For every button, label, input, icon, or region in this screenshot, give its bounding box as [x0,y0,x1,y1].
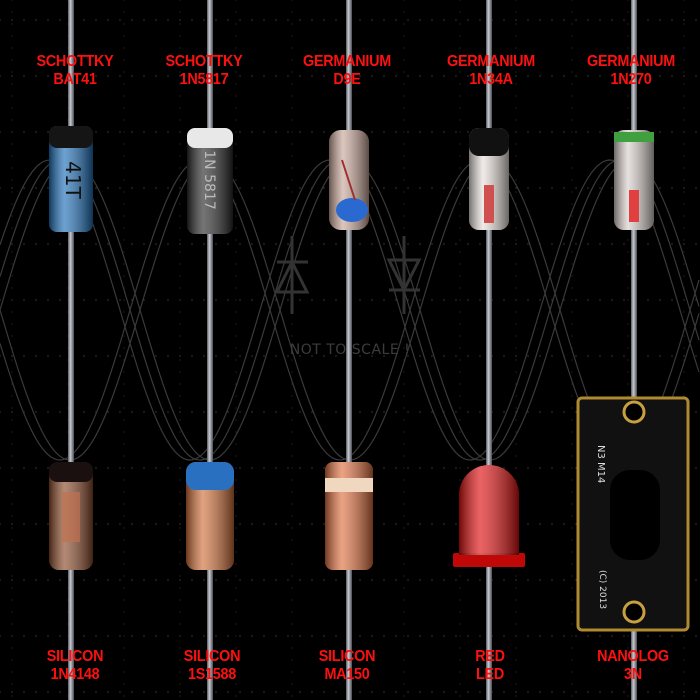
lead-wires [68,0,637,700]
diode-symbol-anode-up [274,236,310,314]
nanolog-3n-board: N3 M14 (C) 2013 [576,396,690,632]
lead-wire [631,0,637,700]
lead-wire [207,0,213,700]
diode-bodies: 41T 1N 5817 N3 M14 (C) 2013 [49,126,690,632]
diode-1s1588 [186,462,234,570]
diode-1n270 [614,130,654,230]
diode-symbols [274,236,422,314]
diode-bat41: 41T [49,126,93,232]
lead-wire [486,0,492,700]
diode-d9e [329,130,369,230]
svg-text:41T: 41T [61,161,85,199]
diode-ma150 [325,462,373,570]
svg-text:1N 5817: 1N 5817 [201,150,217,209]
svg-text:(C) 2013: (C) 2013 [597,570,607,609]
svg-text:N3 M14: N3 M14 [595,445,606,483]
lead-wire [68,0,74,700]
diode-1n4148 [49,462,93,570]
diode-1n5817: 1N 5817 [187,128,233,234]
not-to-scale-note: NOT TO SCALE ! [289,342,411,358]
lead-wire [346,0,352,700]
diode-symbol-cathode-down [386,236,422,314]
diode-1n34a [469,128,509,230]
red-led [453,465,525,567]
